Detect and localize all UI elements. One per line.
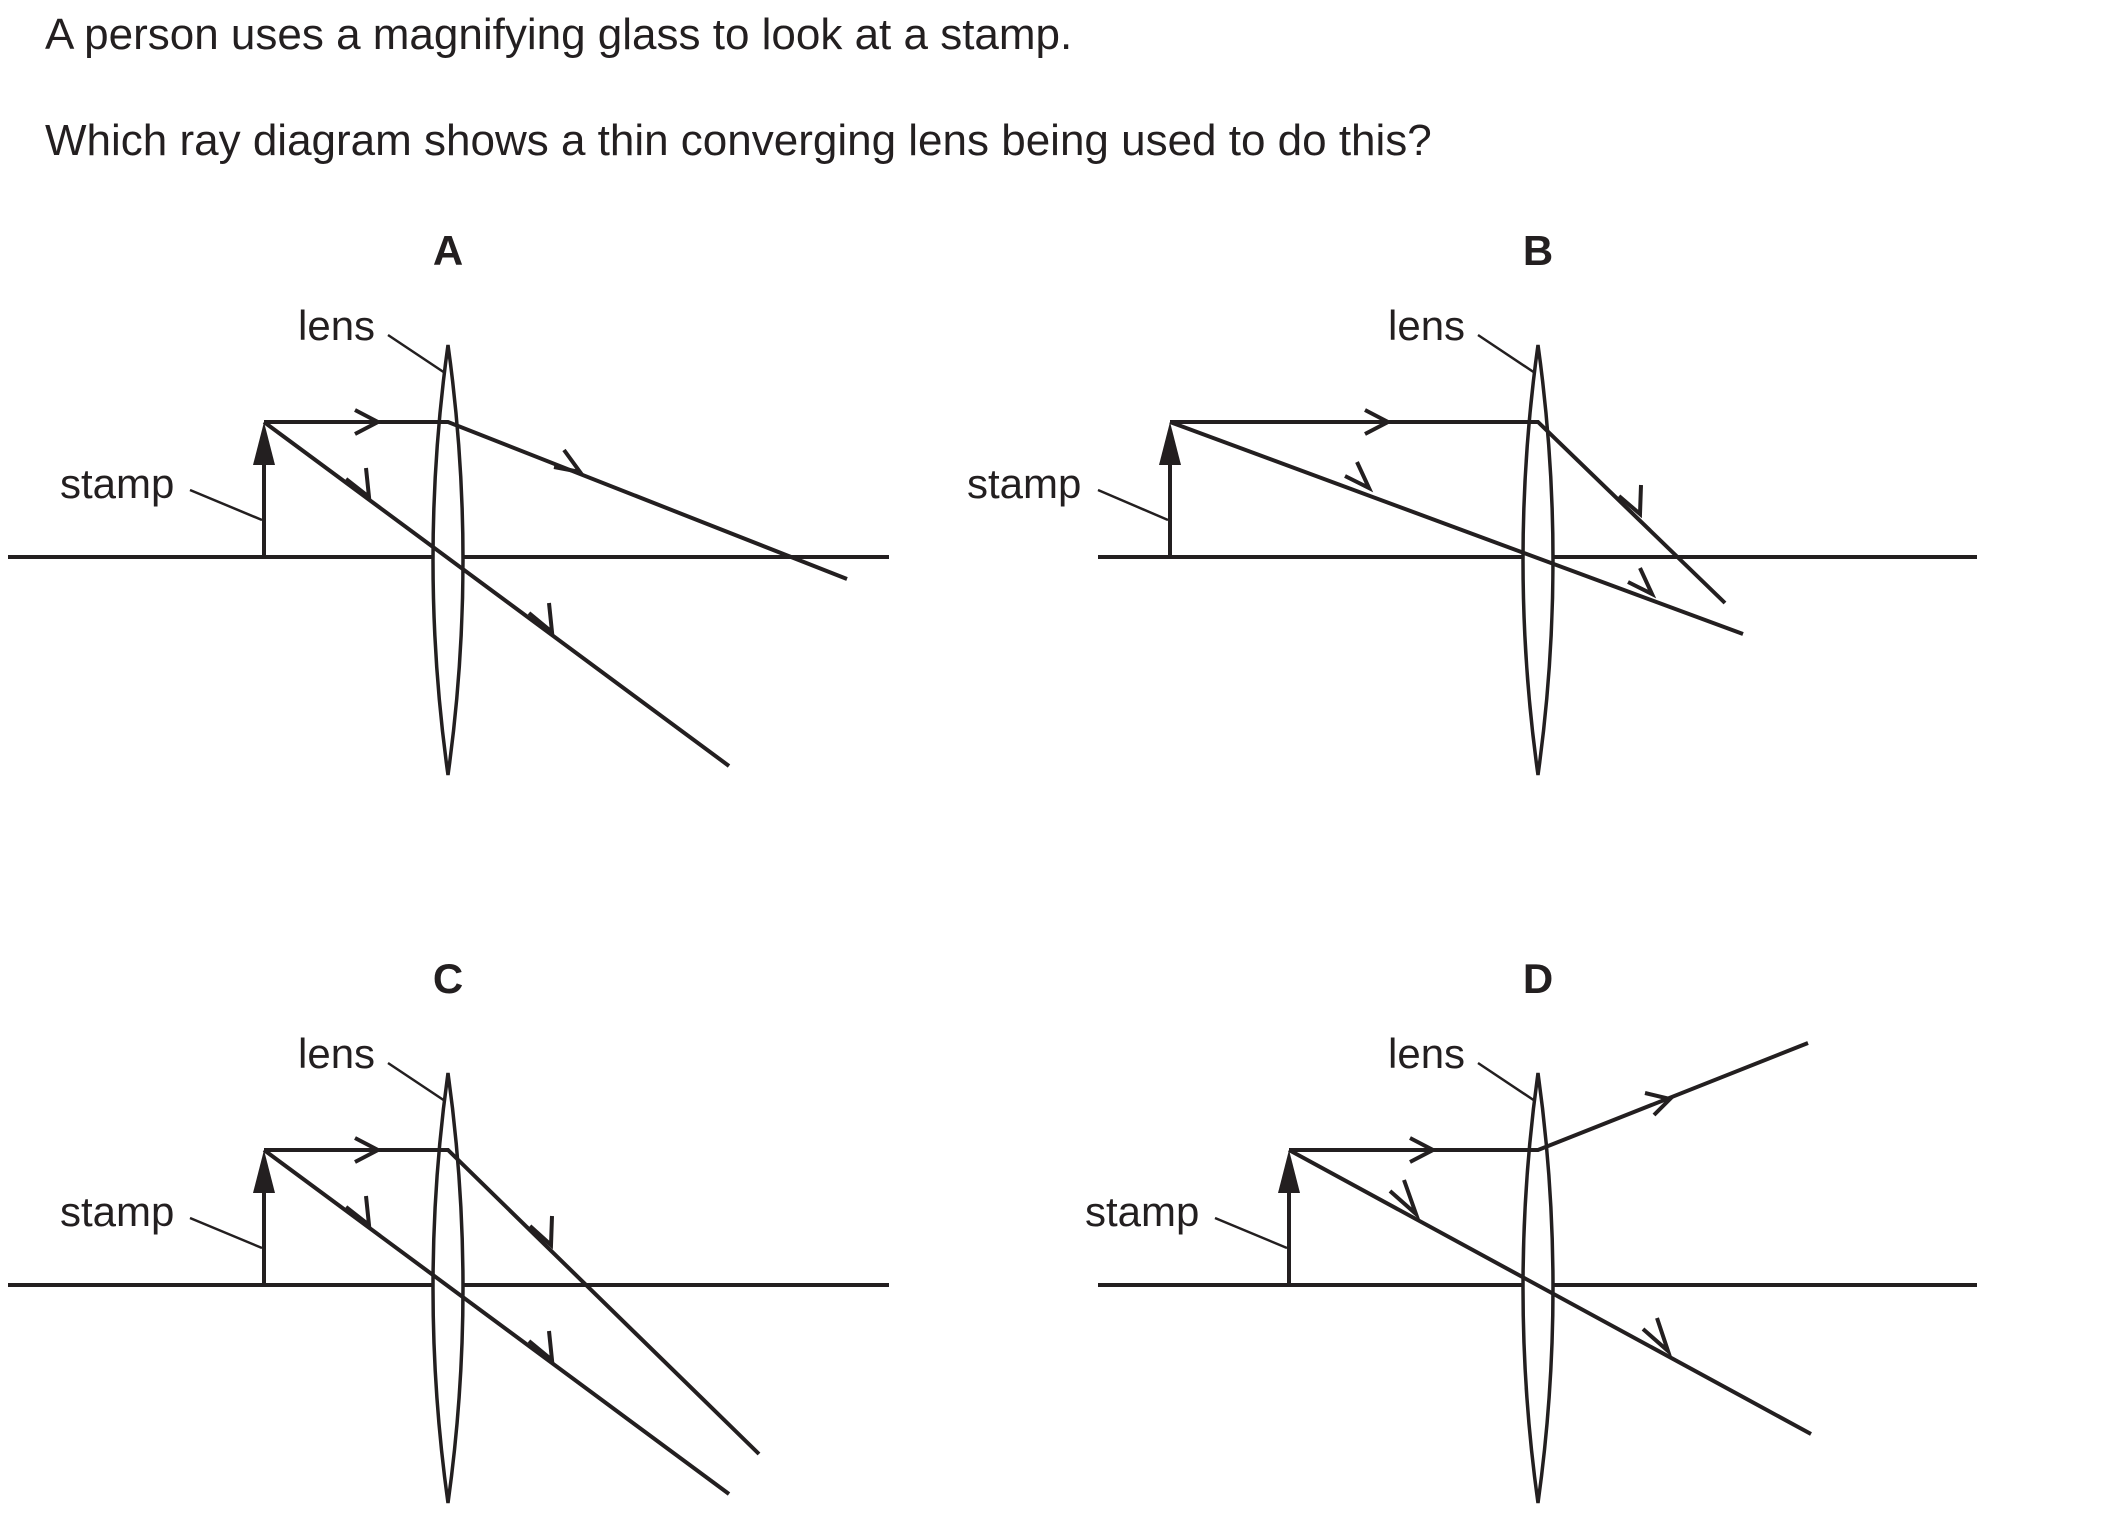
stamp-leader-line xyxy=(189,1216,263,1250)
stamp-leader-line xyxy=(189,488,263,522)
centre-ray xyxy=(1169,420,1744,636)
option-letter: B xyxy=(1523,227,1553,274)
lens-label: lens xyxy=(1388,302,1465,349)
ray-direction-arrow xyxy=(1644,1091,1674,1117)
converging-lens xyxy=(1521,1072,1555,1504)
option-letter: C xyxy=(433,955,463,1002)
parallel-ray xyxy=(264,1148,761,1456)
diagram-c[interactable]: C lens stamp xyxy=(8,955,889,1504)
centre-ray xyxy=(262,1148,731,1496)
ray-direction-arrow xyxy=(344,467,372,502)
stamp-leader-line xyxy=(1097,488,1169,522)
lens-label: lens xyxy=(1388,1030,1465,1077)
ray-direction-arrow xyxy=(1344,461,1374,493)
option-letter: D xyxy=(1523,955,1553,1002)
diagram-b[interactable]: B lens stamp xyxy=(967,227,1977,776)
question-statement: A person uses a magnifying glass to look… xyxy=(45,10,1073,59)
centre-ray xyxy=(1288,1148,1812,1436)
lens-leader-line xyxy=(387,1061,446,1103)
ray-direction-arrow xyxy=(354,408,383,436)
centre-ray xyxy=(262,420,731,768)
ray-direction-arrow xyxy=(527,602,555,637)
ray-direction-arrow xyxy=(527,1330,555,1365)
diagram-a[interactable]: A lens stamp xyxy=(8,227,889,776)
ray-direction-arrow xyxy=(354,1136,383,1164)
stamp-label: stamp xyxy=(967,460,1081,507)
stamp-arrowhead xyxy=(253,1150,275,1193)
lens-label: lens xyxy=(298,302,375,349)
diagram-d[interactable]: D lens stamp xyxy=(1085,955,1977,1504)
parallel-ray xyxy=(1170,420,1727,605)
ray-direction-arrow xyxy=(1388,1179,1421,1221)
stamp-arrowhead xyxy=(253,422,275,465)
stamp-arrowhead xyxy=(1278,1150,1300,1193)
ray-direction-arrow xyxy=(1409,1136,1438,1164)
ray-direction-arrow xyxy=(528,1215,554,1250)
stamp-label: stamp xyxy=(60,1188,174,1235)
ray-direction-arrow xyxy=(1627,567,1657,599)
lens-leader-line xyxy=(1477,333,1536,375)
parallel-ray xyxy=(1289,1041,1809,1152)
ray-direction-arrow xyxy=(553,448,585,475)
stamp-leader-line xyxy=(1214,1216,1288,1250)
question-prompt: Which ray diagram shows a thin convergin… xyxy=(45,116,1432,165)
lens-label: lens xyxy=(298,1030,375,1077)
lens-leader-line xyxy=(387,333,446,375)
stamp-label: stamp xyxy=(1085,1188,1199,1235)
stamp-label: stamp xyxy=(60,460,174,507)
ray-direction-arrow xyxy=(1617,484,1643,519)
option-letter: A xyxy=(433,227,463,274)
stamp-arrowhead xyxy=(1159,422,1181,465)
lens-leader-line xyxy=(1477,1061,1536,1103)
ray-direction-arrow xyxy=(1364,408,1393,436)
ray-direction-arrow xyxy=(1641,1317,1673,1358)
parallel-ray xyxy=(264,420,848,581)
ray-direction-arrow xyxy=(344,1195,372,1230)
